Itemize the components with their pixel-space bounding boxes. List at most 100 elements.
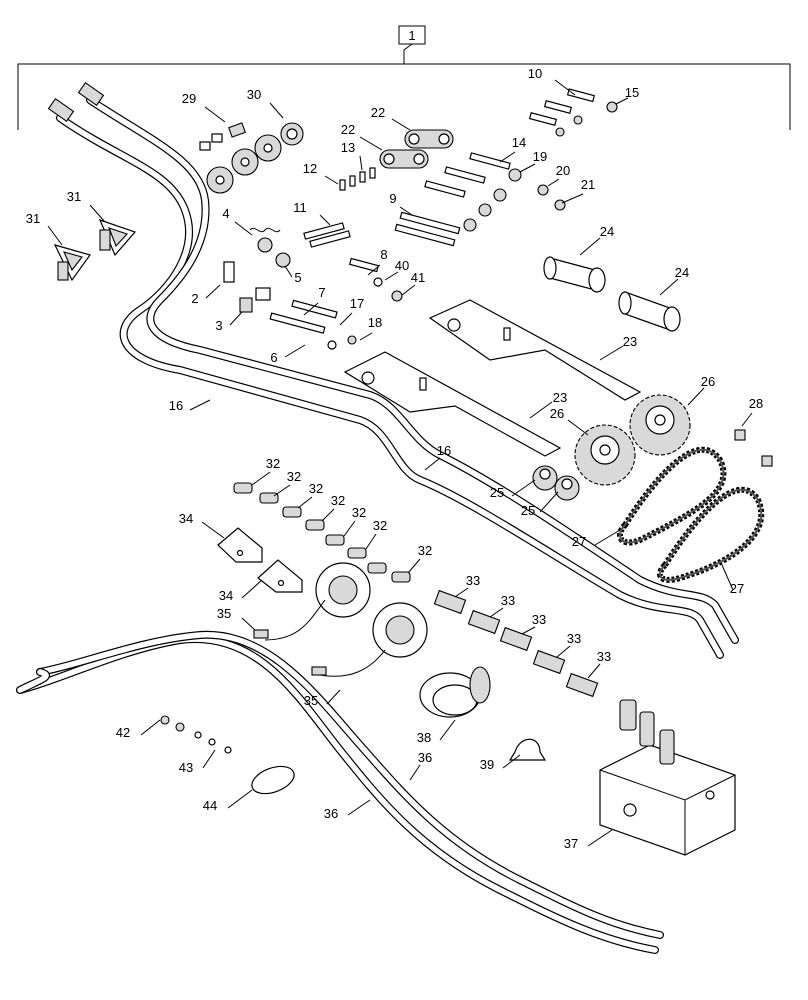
callout-c20: 20 [556,163,570,178]
leader-line-c38 [439,719,456,741]
leader-line-c7 [303,302,319,316]
callout-c2: 2 [191,291,198,306]
callout-c25a: 25 [490,485,504,500]
leader-line-c25b [539,491,559,513]
leader-line-c32a [251,471,271,486]
leader-line-c18 [359,332,373,341]
callout-c25b: 25 [521,503,535,518]
callout-c40: 40 [395,258,409,273]
callout-c31b: 31 [67,189,81,204]
leader-line-c5 [284,265,293,278]
callout-c24b: 24 [675,265,689,280]
leader-line-c32f [365,533,377,550]
callout-c38: 38 [417,730,431,745]
chain-links-22 [379,129,454,169]
leader-line-c13 [359,155,363,171]
leader-line-c35a [241,617,256,631]
leader-line-c21 [561,193,584,204]
sprocket-26b [574,424,636,486]
callout-c32b: 32 [287,469,301,484]
callout-c24a: 24 [600,224,614,239]
callout-c33b: 33 [501,593,515,608]
clips-28 [734,429,773,467]
elbow-fittings-32 [233,482,411,583]
leader-line-c36b [347,799,371,816]
sprocket-26a [629,394,691,456]
leader-line-c27a [594,529,621,546]
callout-c44: 44 [203,798,217,813]
callout-c32c: 32 [309,481,323,496]
leader-line-c26b [567,419,589,436]
p-clamp-39 [508,738,547,761]
leader-line-c34b [241,579,263,599]
callout-c23a: 23 [623,334,637,349]
callout-c1: 1 [408,28,415,43]
leader-line-c22b [359,136,383,151]
leader-line-c6 [284,344,306,358]
leader-line-c32g [407,558,421,574]
leader-line-c2 [205,284,221,299]
leader-line-c37 [587,829,613,847]
hose-16-front [56,114,724,659]
callout-c34b: 34 [219,588,233,603]
brackets-34 [217,527,303,593]
hose-36-lower [16,630,664,939]
callout-c32f: 32 [373,518,387,533]
leader-line-c16b [424,457,441,471]
callout-c15: 15 [625,85,639,100]
callout-c3: 3 [215,318,222,333]
callout-c28: 28 [749,396,763,411]
leader-line-c41 [401,284,416,296]
leader-line-c32c [297,496,313,509]
callout-c21: 21 [581,177,595,192]
leader-line-c10 [554,79,576,96]
leader-line-c24a [579,237,601,256]
leader-line-c22a [391,118,411,131]
callout-c9: 9 [389,191,396,206]
callout-c29: 29 [182,91,196,106]
leader-line-c34a [201,521,225,539]
callout-c36a: 36 [418,750,432,765]
leader-line-c14 [499,151,516,163]
callout-c36b: 36 [324,806,338,821]
plate-23-upper [428,299,642,401]
callout-c33d: 33 [567,631,581,646]
callout-c26a: 26 [701,374,715,389]
hose-36-upper [16,635,659,954]
callout-c35b: 35 [304,693,318,708]
leader-line-c3 [229,311,243,326]
roller-24b [618,291,681,332]
callout-c19: 19 [533,149,547,164]
misc-small-parts [223,257,403,350]
callout-c33e: 33 [597,649,611,664]
callout-c41: 41 [411,270,425,285]
leader-line-c20 [547,178,560,187]
pins-12-13 [339,167,376,191]
chain-27a [617,446,727,546]
callout-c26b: 26 [550,406,564,421]
leader-line-c43 [202,749,216,769]
clamps-33 [433,589,599,698]
leader-line-c9 [399,206,413,216]
callout-c17: 17 [350,296,364,311]
callout-c8: 8 [380,247,387,262]
leader-line-c12 [324,175,339,185]
hose-16-rear [86,96,739,644]
leader-line-c32b [273,484,291,497]
leader-line-c11 [319,214,331,226]
sprocket-cluster-29-30 [199,122,304,194]
leader-line-c31b [89,204,106,223]
assembly-bracket [17,25,791,130]
callout-c10: 10 [528,66,542,81]
sensor-35a [253,562,371,641]
callout-c33c: 33 [532,612,546,627]
leader-line-c31a [47,225,63,246]
leader-line-c40 [384,271,399,281]
chain-27b [657,486,765,583]
callout-c27a: 27 [572,534,586,549]
leader-line-c24b [659,278,679,296]
callout-c14: 14 [512,135,526,150]
leader-line-c33d [556,645,571,658]
